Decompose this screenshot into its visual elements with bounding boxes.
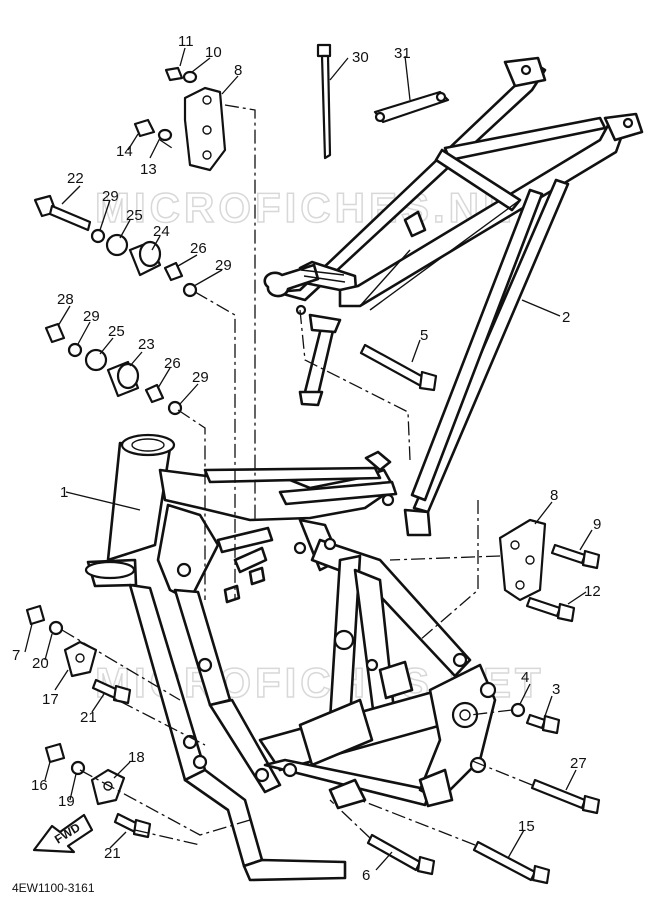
callout-16: 16 <box>31 777 48 794</box>
callout-17: 17 <box>42 691 59 708</box>
callout-15: 15 <box>518 818 535 835</box>
collar-26-b <box>144 383 165 404</box>
bolt-15 <box>472 840 551 885</box>
callout-28: 28 <box>57 291 74 308</box>
callout-7: 7 <box>12 647 20 664</box>
callout-29-b: 29 <box>215 257 232 274</box>
callout-21-upper: 21 <box>80 709 97 726</box>
callout-4: 4 <box>521 669 529 686</box>
bolt-22 <box>33 194 92 232</box>
callout-3: 3 <box>552 681 560 698</box>
callout-29-a: 29 <box>102 188 119 205</box>
engine-bracket-lower <box>498 518 547 602</box>
callout-26-lower: 26 <box>164 355 181 372</box>
callout-9: 9 <box>593 516 601 533</box>
callout-11: 11 <box>178 33 194 50</box>
diagram-code: 4EW1100-3161 <box>12 881 95 895</box>
bolt-3 <box>525 713 561 735</box>
callout-6: 6 <box>362 867 370 884</box>
damper-23 <box>106 360 140 398</box>
callout-29-c: 29 <box>83 308 100 325</box>
callout-14: 14 <box>116 143 133 160</box>
nut-16 <box>44 742 66 764</box>
callout-30: 30 <box>352 49 369 66</box>
callout-25-lower: 25 <box>108 323 125 340</box>
callout-1: 1 <box>60 484 68 501</box>
callout-21-lower: 21 <box>104 845 121 862</box>
washer-4 <box>510 702 526 718</box>
callout-19: 19 <box>58 793 75 810</box>
nut-14 <box>133 118 156 138</box>
callout-8-lower: 8 <box>550 487 558 504</box>
nut-7 <box>25 604 46 626</box>
washer-29-a <box>90 228 106 244</box>
leader-lines <box>24 47 593 871</box>
collar-25-b <box>84 348 108 372</box>
callout-12: 12 <box>584 583 601 600</box>
fwd-arrow-icon: FWD <box>32 813 94 854</box>
washer-10 <box>182 70 198 84</box>
callout-23: 23 <box>138 336 155 353</box>
callout-18: 18 <box>128 749 145 766</box>
main-frame <box>84 433 497 882</box>
collar-26-a <box>163 261 184 282</box>
callout-27: 27 <box>570 755 587 772</box>
callout-5: 5 <box>420 327 428 344</box>
callout-10: 10 <box>205 44 222 61</box>
bolt-6 <box>366 833 436 876</box>
washer-29-b <box>182 282 198 298</box>
bracket-31 <box>373 90 450 124</box>
nut-11 <box>164 66 184 82</box>
callout-20: 20 <box>32 655 49 672</box>
bolt-5 <box>359 343 438 392</box>
washer-13 <box>157 128 173 142</box>
nut-28 <box>44 322 66 344</box>
collar-25-a <box>105 233 129 257</box>
washer-20 <box>48 620 64 636</box>
callout-8-upper: 8 <box>234 62 242 79</box>
bracket-18 <box>90 768 126 806</box>
bolt-27 <box>530 778 601 815</box>
callout-26-upper: 26 <box>190 240 207 257</box>
bolt-21-upper <box>91 678 132 705</box>
callout-25-upper: 25 <box>126 207 143 224</box>
bolt-12 <box>525 596 576 623</box>
rear-subframe <box>263 56 644 537</box>
callout-labels: 1 2 3 4 5 6 7 8 8 9 10 11 12 13 14 15 16… <box>12 33 601 884</box>
washer-29-c <box>67 342 83 358</box>
cable-tie <box>316 43 332 160</box>
bracket-17 <box>63 640 98 678</box>
callout-29-d: 29 <box>192 369 209 386</box>
callout-22: 22 <box>67 170 84 187</box>
callout-31: 31 <box>394 45 411 62</box>
alignment-lines <box>61 104 533 846</box>
washer-29-d <box>167 400 183 416</box>
damper-24 <box>128 240 162 277</box>
bolt-21-lower <box>113 812 152 839</box>
engine-bracket-upper <box>183 86 227 172</box>
washer-19 <box>70 760 86 776</box>
callout-24: 24 <box>153 223 170 240</box>
bolt-9 <box>550 543 601 570</box>
callout-2: 2 <box>562 309 570 326</box>
callout-13: 13 <box>140 161 157 178</box>
